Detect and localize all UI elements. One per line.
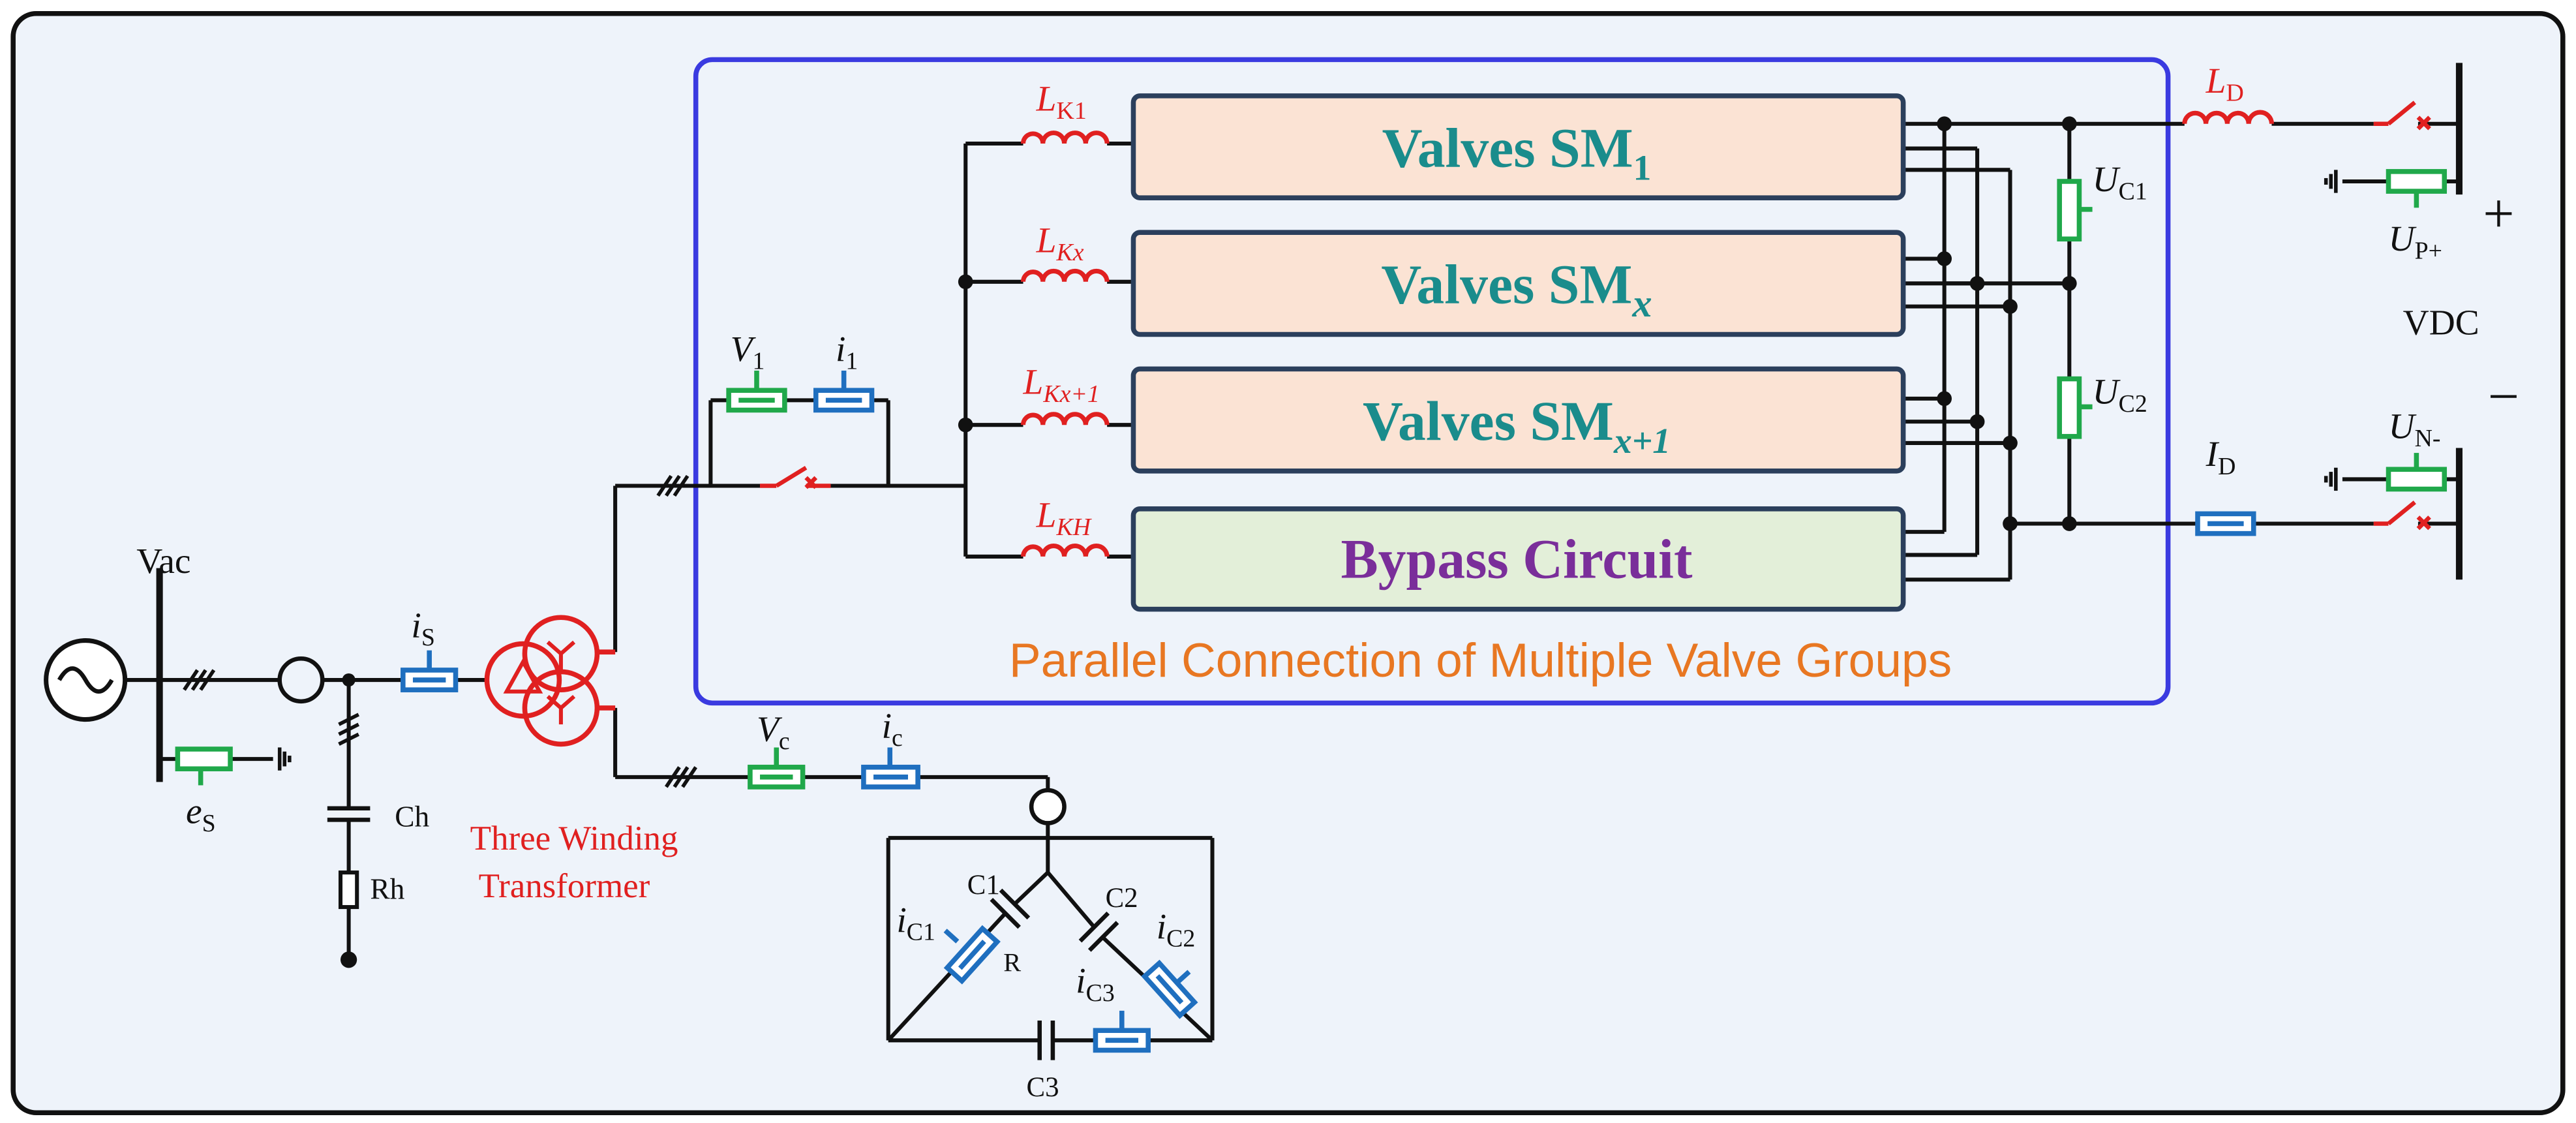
three-phase-marks [183, 474, 697, 788]
valve-smx1-label: Valves SMx+1 [1363, 390, 1671, 461]
valve-smx-label: Valves SMx [1381, 254, 1652, 326]
un-label: UN- [2389, 406, 2441, 452]
tertiary-capacitor-icons [990, 888, 1119, 1060]
id-label: ID [2205, 434, 2236, 480]
valve-boxes [1130, 93, 1906, 612]
up-label: UP+ [2389, 219, 2442, 265]
uc2-label: UC2 [2093, 371, 2147, 418]
ac-source-icon [44, 638, 128, 722]
vac-label: Vac [136, 541, 190, 581]
measurement-node-icon [277, 656, 325, 704]
transformer-label-line2: Transformer [479, 867, 650, 905]
valve-group-container [693, 57, 2171, 706]
inductor-icons [1020, 110, 2275, 557]
uc1-label: UC1 [2093, 159, 2147, 206]
is-label: iS [411, 605, 434, 651]
busbars [156, 63, 2463, 782]
wiring [127, 121, 2459, 1043]
voltage-meter-icons [175, 169, 2447, 790]
rh-resistor-icon [338, 870, 359, 910]
current-meter-icons [401, 370, 2256, 1053]
valve-group-caption: Parallel Connection of Multiple Valve Gr… [1009, 634, 1952, 687]
vc-label: Vc [757, 709, 790, 755]
c1-label: C1 [967, 870, 1000, 900]
valve-sm1-label: Valves SM1 [1382, 117, 1652, 187]
plus-sign: + [2483, 183, 2514, 245]
lkh-label: LKH [1036, 495, 1092, 542]
c3-label: C3 [1027, 1072, 1059, 1103]
ld-label: LD [2205, 61, 2244, 107]
ic-label: ic [882, 705, 903, 752]
rh-label: Rh [370, 872, 404, 905]
three-winding-transformer-icon [484, 615, 616, 747]
es-label: eS [186, 791, 216, 837]
i1-label: i1 [836, 329, 858, 375]
ch-label: Ch [395, 800, 429, 833]
lk1-label: LK1 [1036, 79, 1087, 125]
ch-capacitor-icon [327, 806, 371, 822]
ic1-label: iC1 [896, 900, 935, 946]
v1-label: V1 [731, 329, 765, 375]
breaker-icons [760, 100, 2431, 531]
junction-dots [340, 116, 2077, 968]
vdc-label: VDC [2403, 303, 2479, 343]
transformer-label-line1: Three Winding [470, 820, 678, 857]
lkx1-label: LKx+1 [1023, 362, 1100, 408]
ic3-label: iC3 [1076, 961, 1115, 1007]
r-label: R [1003, 947, 1021, 977]
tertiary-node-icon [1029, 788, 1067, 825]
c2-label: C2 [1106, 883, 1138, 914]
lkx-label: LKx [1036, 220, 1084, 266]
minus-sign: − [2488, 365, 2519, 427]
ic2-label: iC2 [1157, 906, 1196, 953]
bypass-circuit-label: Bypass Circuit [1341, 529, 1693, 591]
